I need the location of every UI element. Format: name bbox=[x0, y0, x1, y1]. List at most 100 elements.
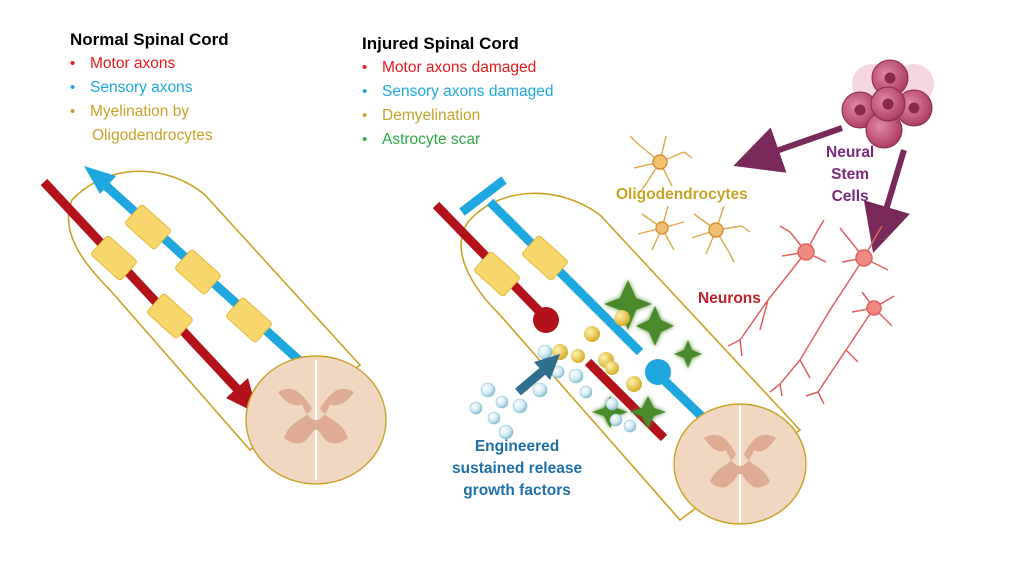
injured-cord-cross-section bbox=[673, 403, 807, 525]
neurons-label: Neurons bbox=[698, 290, 761, 307]
legend-item-sensory-axons: • Sensory axons bbox=[64, 76, 213, 100]
injured-cord-tube bbox=[460, 192, 802, 522]
legend-item-myelination: • Myelination by bbox=[64, 100, 213, 124]
bead bbox=[487, 411, 501, 425]
astrocyte bbox=[604, 280, 652, 330]
bullet-icon: • bbox=[362, 59, 368, 76]
debris-ball bbox=[614, 310, 630, 326]
legend-item-astrocyte-scar: • Astrocyte scar bbox=[356, 128, 553, 152]
oligodendrocyte-cells bbox=[629, 135, 751, 263]
legend-item-label: Myelination by bbox=[90, 103, 190, 120]
bead bbox=[568, 368, 584, 384]
bullet-icon: • bbox=[70, 55, 76, 72]
normal-myelin-sheaths bbox=[91, 204, 272, 343]
normal-spinal-cord bbox=[40, 166, 387, 485]
myelin-sheath bbox=[175, 249, 221, 295]
bead bbox=[469, 401, 483, 415]
legend-item-label: Motor axons bbox=[90, 55, 176, 72]
myelin-debris bbox=[552, 310, 642, 392]
astrocyte bbox=[636, 306, 674, 346]
myelin-sheath bbox=[474, 251, 520, 297]
normal-cord-title: Normal Spinal Cord bbox=[70, 30, 229, 49]
stem-cell bbox=[908, 102, 920, 114]
bead bbox=[532, 382, 548, 398]
normal-sensory-arrowhead bbox=[84, 166, 116, 194]
normal-cord-legend: • Motor axons • Sensory axons • Myelination… bbox=[64, 52, 213, 148]
label-line: Neural bbox=[826, 144, 875, 161]
bullet-icon: • bbox=[362, 131, 368, 148]
myelin-sheath bbox=[226, 297, 272, 343]
debris-ball bbox=[584, 326, 600, 342]
myelin-sheath bbox=[125, 204, 171, 250]
label-line: Engineered bbox=[474, 438, 560, 455]
growth-factor-arrowhead bbox=[534, 354, 560, 380]
injured-cord-legend: • Motor axons damaged • Sensory axons dama… bbox=[356, 56, 553, 152]
debris-ball bbox=[605, 361, 619, 375]
astrocyte bbox=[592, 396, 628, 428]
stem-cell bbox=[854, 104, 866, 116]
debris-ball bbox=[626, 376, 642, 392]
neuron-cells bbox=[727, 219, 895, 405]
oligodendrocyte bbox=[629, 135, 693, 193]
neuron bbox=[769, 225, 889, 397]
injured-sensory-axon-bulb bbox=[645, 359, 671, 385]
neuron bbox=[805, 291, 895, 405]
legend-item-motor-axons: • Motor axons bbox=[64, 52, 213, 76]
bead bbox=[495, 395, 509, 409]
bead bbox=[512, 398, 528, 414]
neural-stem-cells-label: Neural Stem Cells bbox=[826, 142, 874, 208]
stem-to-oligo-arrow bbox=[733, 125, 843, 173]
injured-cord-title: Injured Spinal Cord bbox=[362, 34, 519, 53]
astrocyte-scar bbox=[592, 280, 702, 428]
label-line: Cells bbox=[831, 188, 869, 205]
legend-item-oligodendrocytes: Oligodendrocytes bbox=[64, 124, 213, 148]
debris-ball bbox=[571, 349, 585, 363]
bead bbox=[498, 424, 514, 440]
growth-factor-beads bbox=[469, 344, 637, 440]
neuron bbox=[727, 219, 827, 357]
legend-item-label: Oligodendrocytes bbox=[92, 127, 213, 144]
normal-cord-tube bbox=[67, 170, 362, 452]
label-line: Stem bbox=[831, 166, 870, 183]
legend-item-label: Motor axons damaged bbox=[382, 59, 537, 76]
legend-item-label: Sensory axons damaged bbox=[382, 83, 554, 100]
label-line: sustained release bbox=[452, 460, 583, 477]
oligodendrocyte bbox=[637, 205, 685, 251]
label-line: growth factors bbox=[463, 482, 571, 499]
astrocyte bbox=[630, 396, 666, 428]
bead bbox=[480, 382, 496, 398]
oligodendrocytes-label: Oligodendrocytes bbox=[616, 186, 748, 203]
astrocyte bbox=[674, 340, 702, 368]
myelin-sheath bbox=[91, 235, 137, 281]
legend-item-motor-damaged: • Motor axons damaged bbox=[356, 56, 553, 80]
injured-motor-axon-bulb bbox=[533, 307, 559, 333]
bullet-icon: • bbox=[70, 103, 76, 120]
injured-motor-axon-lower bbox=[584, 358, 668, 442]
growth-factors-label: Engineered sustained release growth fact… bbox=[452, 436, 582, 502]
myelin-sheath bbox=[147, 293, 193, 339]
injured-sensory-tcap bbox=[459, 176, 507, 216]
injured-spinal-cord bbox=[432, 176, 807, 525]
stem-cell bbox=[884, 72, 896, 84]
legend-item-sensory-damaged: • Sensory axons damaged bbox=[356, 80, 553, 104]
myelin-sheath bbox=[522, 235, 568, 281]
bullet-icon: • bbox=[362, 107, 368, 124]
normal-cord-cross-section bbox=[245, 355, 387, 485]
stem-cell bbox=[882, 98, 894, 110]
bead bbox=[537, 344, 553, 360]
bullet-icon: • bbox=[70, 79, 76, 96]
oligodendrocyte bbox=[691, 205, 751, 263]
legend-item-label: Sensory axons bbox=[90, 79, 193, 96]
bead bbox=[579, 385, 593, 399]
injured-sensory-axon-upper bbox=[486, 198, 644, 356]
growth-factor-arrow bbox=[515, 366, 547, 396]
bead bbox=[609, 413, 623, 427]
stem-to-neuron-arrow bbox=[863, 149, 910, 253]
legend-item-label: Astrocyte scar bbox=[382, 131, 481, 148]
injured-myelin-sheaths bbox=[474, 235, 568, 297]
bullet-icon: • bbox=[362, 83, 368, 100]
normal-motor-axon bbox=[40, 178, 244, 396]
neural-stem-cell-cluster bbox=[841, 59, 934, 149]
legend-item-label: Demyelination bbox=[382, 107, 481, 124]
